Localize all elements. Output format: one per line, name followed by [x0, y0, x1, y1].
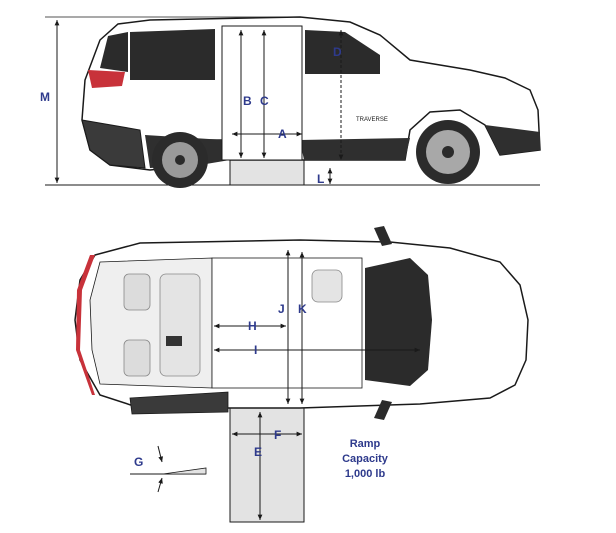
dimension-label-j: J [278, 302, 285, 316]
sliding-door-opening [221, 25, 303, 161]
mirror-right [374, 400, 392, 420]
middle-seat-row [159, 273, 201, 377]
angle-arrow-top [157, 445, 164, 463]
dimension-label-l: L [317, 172, 324, 186]
dimension-label-a: A [278, 127, 287, 141]
dimension-label-c: C [260, 94, 269, 108]
front-passenger-seat [311, 269, 343, 303]
front-bumper [485, 125, 540, 155]
dimension-label-m: M [40, 90, 50, 104]
ramp-capacity-line3: 1,000 lb [345, 468, 386, 480]
dimension-label-d: D [333, 45, 342, 59]
rear-seat-left [123, 273, 151, 311]
dimension-label-k: K [298, 302, 307, 316]
dimension-label-e: E [254, 445, 262, 459]
rear-cladding [81, 119, 146, 169]
rear-seat-right [123, 339, 151, 377]
angle-arrow-bottom [157, 477, 163, 493]
ramp-capacity-note: Ramp Capacity 1,000 lb [342, 438, 389, 480]
rear-quarter-window [130, 29, 215, 80]
open-rear-door [129, 391, 229, 415]
ramp-capacity-line1: Ramp [350, 438, 381, 450]
top-ramp [229, 407, 305, 523]
angle-ramp-profile [162, 467, 207, 475]
ramp-capacity-line2: Capacity [342, 453, 389, 465]
dimension-label-g: G [134, 455, 143, 469]
taillight [88, 70, 125, 88]
mirror-left [374, 226, 392, 246]
side-view: TRAVERSE M B C A D L [40, 16, 541, 188]
traverse-badge: TRAVERSE [356, 117, 388, 123]
side-ramp [229, 159, 305, 186]
front-wheel [416, 120, 480, 184]
top-view: J K H I F E G Ramp Capacity 1,000 lb [74, 226, 529, 523]
dimension-label-h: H [248, 319, 257, 333]
ramp-angle-detail: G [130, 445, 207, 493]
rear-wheel [152, 132, 208, 188]
side-skirt-front [300, 138, 410, 160]
dimension-label-b: B [243, 94, 252, 108]
rear-window [100, 32, 128, 72]
dimension-label-f: F [274, 428, 281, 442]
dimension-label-i: I [254, 343, 257, 357]
tie-down-bracket [166, 336, 182, 346]
top-taillight [76, 255, 95, 395]
windshield [365, 258, 432, 386]
